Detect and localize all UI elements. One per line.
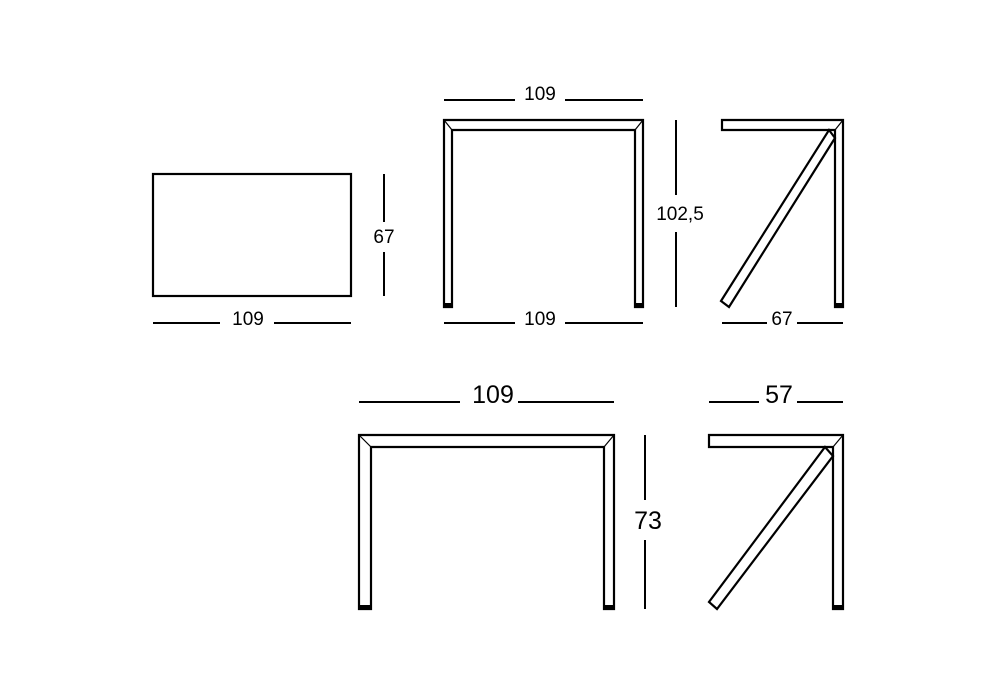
- height-label: 102,5: [656, 204, 704, 225]
- top-view: 109 67: [151, 172, 395, 330]
- depth-label: 67: [771, 309, 792, 330]
- depth-label: 67: [373, 227, 394, 248]
- foot: [835, 303, 843, 307]
- diagonal-leg: [707, 445, 835, 611]
- foot: [604, 605, 614, 609]
- diagonal-leg: [719, 128, 837, 309]
- frame: [357, 433, 616, 611]
- bottom-width-label: 109: [524, 309, 556, 330]
- low-side-view: 57: [707, 381, 845, 611]
- foot: [359, 605, 371, 609]
- frame: [442, 118, 645, 309]
- height-label: 73: [634, 507, 662, 535]
- top-width-label: 109: [524, 84, 556, 105]
- tall-front-view: 109 109 102,5: [442, 84, 704, 330]
- foot: [833, 605, 843, 609]
- tabletop-outline: [151, 172, 353, 298]
- foot: [635, 303, 643, 307]
- width-label: 109: [232, 309, 264, 330]
- foot: [444, 303, 452, 307]
- low-front-view: 109 73: [357, 381, 662, 611]
- depth-label: 57: [765, 381, 793, 409]
- tall-side-view: 67: [719, 118, 845, 330]
- width-label: 109: [472, 381, 514, 409]
